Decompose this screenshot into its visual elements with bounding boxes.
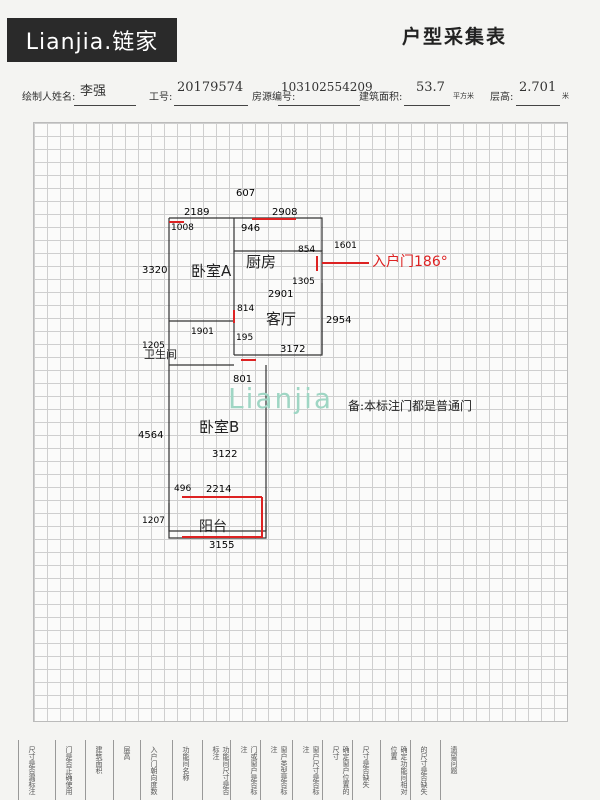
house-value: 103102554209 — [281, 80, 373, 94]
dim-label: 3155 — [209, 540, 235, 551]
drawer-underline — [74, 105, 136, 106]
dim-label: 801 — [233, 374, 253, 385]
job-underline — [174, 105, 248, 106]
dim-label: 607 — [236, 188, 256, 199]
height-unit: 米 — [562, 92, 569, 100]
dim-label: 2214 — [206, 484, 232, 495]
height-underline — [516, 105, 560, 106]
checklist-column: 功能间尺寸是否标注 — [202, 740, 230, 800]
checklist-column: 层高 — [113, 740, 131, 800]
height-value: 2.701 — [519, 80, 557, 95]
balcony-rail — [182, 497, 263, 538]
drawer-label: 绘制人姓名: — [22, 92, 76, 103]
dim-label: 1305 — [292, 277, 315, 287]
entry-direction: 入户门186° — [372, 254, 448, 270]
lianjia-watermark: Lianjia — [228, 382, 333, 415]
checklist-column: 窗户类型是否标注 — [260, 740, 288, 800]
wall-living-right — [234, 283, 323, 356]
dim-label: 946 — [241, 223, 261, 234]
dim-label: 2954 — [326, 315, 352, 326]
room-label: 客厅 — [266, 310, 297, 328]
area-unit: 平方米 — [453, 92, 474, 100]
lianjia-logo: Lianjia.链家 — [7, 18, 177, 62]
dim-label: 2189 — [184, 207, 210, 218]
area-label: 建筑面积: — [359, 92, 403, 103]
dim-label: 1207 — [142, 516, 165, 526]
checklist-column: 门或窗户是否标注 — [230, 740, 258, 800]
room-label: 厨房 — [246, 253, 277, 271]
checklist-column: 确定窗户位置的尺寸 — [322, 740, 350, 800]
checklist-column: 确定功能间相对位置 — [380, 740, 408, 800]
checklist-column: 的尺寸是否缺失 — [410, 740, 428, 800]
area-value: 53.7 — [416, 80, 445, 95]
job-value: 20179574 — [177, 80, 244, 95]
room-label: 卧室A — [191, 262, 232, 280]
dim-label: 814 — [237, 304, 255, 314]
dim-label: 496 — [174, 484, 192, 494]
dim-label: 1901 — [191, 327, 214, 337]
house-label: 房源编号: — [252, 92, 296, 103]
area-underline — [404, 105, 450, 106]
checklist-column: 尺寸是否缺失 — [352, 740, 370, 800]
checklist-column: 入户门朝向度数 — [140, 740, 158, 800]
checklist-column: 门是否正确使用 — [55, 740, 73, 800]
checklist-column: 功能间名称 — [172, 740, 190, 800]
checklist-column: 窗户尺寸是否标注 — [292, 740, 320, 800]
house-underline — [278, 105, 360, 106]
checklist-column: 遗留问题 — [440, 740, 458, 800]
dim-label: 3320 — [142, 265, 168, 276]
dim-label: 195 — [236, 333, 254, 343]
dim-label: 4564 — [138, 430, 164, 441]
dim-label: 3122 — [212, 449, 238, 460]
drawer-value: 李强 — [80, 84, 107, 99]
door-note: 备:本标注门都是普通门 — [348, 399, 473, 413]
height-label: 层高: — [490, 92, 514, 103]
checklist-column: 建筑面积 — [85, 740, 103, 800]
dim-label: 1205 — [142, 341, 165, 351]
dim-label: 1008 — [171, 223, 194, 233]
form-title: 户型采集表 — [402, 26, 508, 48]
checklist-footer: 尺寸是否漏标注 门是否正确使用 建筑面积 层高 入户门朝向度数 功能间名称 功能… — [0, 740, 600, 800]
checklist-column: 尺寸是否漏标注 — [18, 740, 36, 800]
dim-label: 3172 — [280, 344, 306, 355]
room-label: 卧室B — [199, 418, 240, 436]
floor-plan — [168, 217, 369, 539]
dim-label: 1601 — [334, 241, 357, 251]
dim-label: 854 — [298, 245, 316, 255]
dim-label: 2908 — [272, 207, 298, 218]
room-label: 卫生间 — [144, 348, 177, 361]
dim-label: 2901 — [268, 289, 294, 300]
room-label: 阳台 — [199, 519, 227, 535]
grid-sheet: 卧室A 厨房 客厅 卫生间 卧室B 阳台 607 2189 2908 1008 … — [33, 122, 568, 722]
job-label: 工号: — [149, 92, 173, 103]
